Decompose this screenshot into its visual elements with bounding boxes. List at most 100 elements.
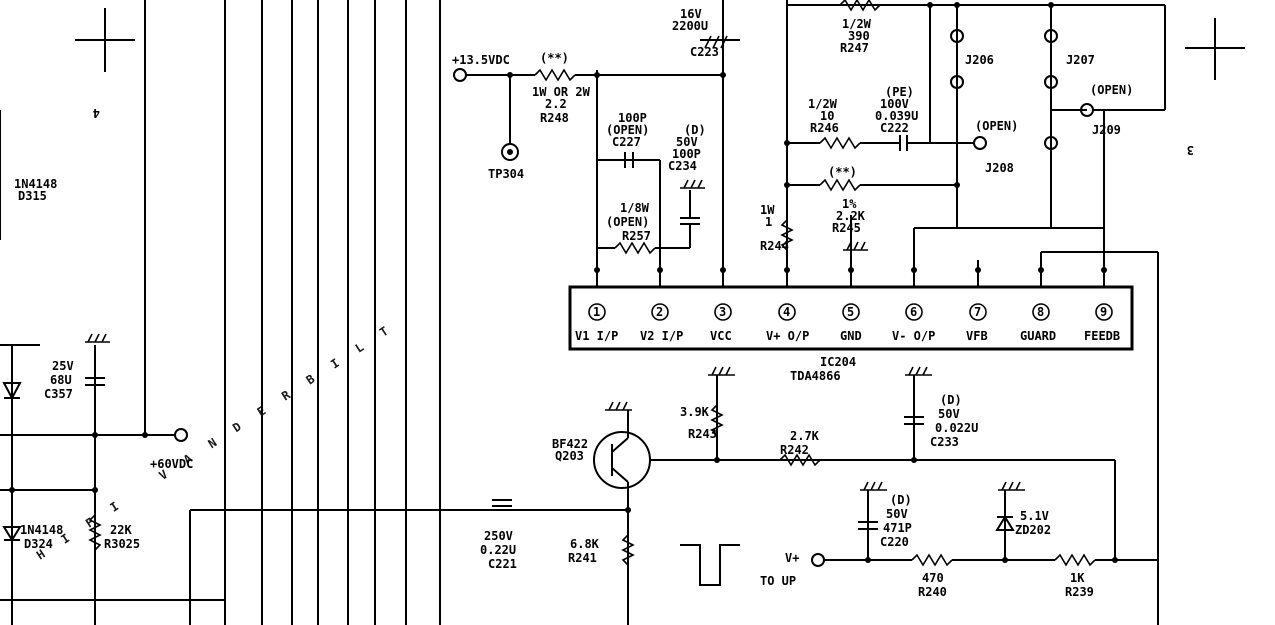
svg-text:R246: R246 xyxy=(810,121,839,135)
svg-text:(**): (**) xyxy=(540,51,569,65)
ic-pin-leads xyxy=(594,0,1159,625)
ic-pin-8-label: GUARD xyxy=(1020,329,1056,343)
ic-pin-4-label: V+ O/P xyxy=(766,329,809,343)
c223-capacitor: C223 2200U 16V xyxy=(672,7,740,59)
svg-text:1W: 1W xyxy=(760,203,775,217)
svg-text:390: 390 xyxy=(848,29,870,43)
svg-text:(OPEN): (OPEN) xyxy=(606,215,649,229)
bus-lines xyxy=(144,0,441,625)
svg-text:0.022U: 0.022U xyxy=(935,421,978,435)
svg-text:J209: J209 xyxy=(1092,123,1121,137)
svg-text:R248: R248 xyxy=(540,111,569,125)
svg-text:1/8W: 1/8W xyxy=(620,201,650,215)
svg-text:Q203: Q203 xyxy=(555,449,584,463)
ic-ref: IC204 xyxy=(820,355,856,369)
ic-pin-8-num: 8 xyxy=(1037,305,1044,319)
svg-text:C233: C233 xyxy=(930,435,959,449)
svg-text:R257: R257 xyxy=(622,229,651,243)
ic-pin-4-num: 4 xyxy=(783,305,790,319)
watermark-text: HIFI VANDERBILT xyxy=(34,312,409,562)
svg-text:2.2: 2.2 xyxy=(545,97,567,111)
output-feedback-network: R244 1 1W R245 2.2K 1% (**) R246 10 1/2W… xyxy=(760,0,1165,253)
svg-text:R239: R239 xyxy=(1065,585,1094,599)
svg-text:C221: C221 xyxy=(488,557,517,571)
svg-text:R243: R243 xyxy=(688,427,717,441)
svg-text:C234: C234 xyxy=(668,159,697,173)
ic-part: TDA4866 xyxy=(790,369,841,383)
crosshair-mark-left xyxy=(75,8,135,72)
svg-text:C227: C227 xyxy=(612,135,641,149)
svg-text:(OPEN): (OPEN) xyxy=(975,119,1018,133)
vplus-input-network: V+ TO UP R240 470 R239 1K C220 471P 50V … xyxy=(760,490,1158,599)
svg-text:1N4148: 1N4148 xyxy=(14,177,57,191)
svg-text:1W OR 2W: 1W OR 2W xyxy=(532,85,591,99)
watermark: HIFI VANDERBILT xyxy=(34,312,409,562)
ic-pin-5-label: GND xyxy=(840,329,862,343)
svg-text:2200U: 2200U xyxy=(672,19,708,33)
svg-text:C222: C222 xyxy=(880,121,909,135)
svg-text:68U: 68U xyxy=(50,373,72,387)
svg-text:R240: R240 xyxy=(918,585,947,599)
svg-text:C220: C220 xyxy=(880,535,909,549)
r248-labels: (**) 1W OR 2W 2.2 R248 xyxy=(532,51,591,125)
c221-r241-branch: C221 0.22U 250V R241 6.8K xyxy=(189,499,635,625)
svg-text:1N4148: 1N4148 xyxy=(20,523,63,537)
ic204-pins: 1 2 3 4 5 6 7 8 9 V1 I/P V2 I/P VCC V+ O… xyxy=(575,303,1120,383)
output-transistor-stage: Q203 BF422 R243 3.9K R242 2.7K C233 0.02… xyxy=(552,375,1116,625)
svg-text:(OPEN): (OPEN) xyxy=(1090,83,1133,97)
svg-text:D315: D315 xyxy=(18,189,47,203)
section-number-3: 3 xyxy=(1187,143,1194,157)
ic-pin-3-label: VCC xyxy=(710,329,732,343)
svg-text:25V: 25V xyxy=(52,359,74,373)
svg-text:2.2K: 2.2K xyxy=(836,209,866,223)
ground-symbols xyxy=(605,241,1025,491)
svg-text:50V: 50V xyxy=(938,407,960,421)
svg-text:50V: 50V xyxy=(676,135,698,149)
ic-pin-9-label: FEEDB xyxy=(1084,329,1120,343)
svg-text:1K: 1K xyxy=(1070,571,1085,585)
supply-13v5-label: +13.5VDC xyxy=(452,53,510,67)
svg-text:6.8K: 6.8K xyxy=(570,537,600,551)
svg-text:+60VDC: +60VDC xyxy=(150,457,193,471)
svg-text:3.9K: 3.9K xyxy=(680,405,710,419)
svg-text:470: 470 xyxy=(922,571,944,585)
ic-pin-3-num: 3 xyxy=(719,305,726,319)
jumpers: J206 J207 J208 (OPEN) J209 (OPEN) xyxy=(950,5,1166,228)
ic-pin-2-num: 2 xyxy=(656,305,663,319)
svg-text:BF422: BF422 xyxy=(552,437,588,451)
svg-text:471P: 471P xyxy=(883,521,912,535)
svg-text:(**): (**) xyxy=(828,165,857,179)
svg-text:V+: V+ xyxy=(785,551,799,565)
svg-text:C357: C357 xyxy=(44,387,73,401)
svg-text:(D): (D) xyxy=(890,493,912,507)
input-filter-network: C227 (OPEN) 100P R257 (OPEN) 1/8W C234 1… xyxy=(597,111,706,255)
section-number-4: 4 xyxy=(93,106,100,120)
svg-text:R245: R245 xyxy=(832,221,861,235)
svg-text:TO UP: TO UP xyxy=(760,574,796,588)
svg-text:5.1V: 5.1V xyxy=(1020,509,1049,523)
tp304-label: TP304 xyxy=(488,167,524,181)
ic-pin-1-num: 1 xyxy=(593,305,600,319)
pulse-waveform-icon xyxy=(680,544,740,586)
svg-text:D324: D324 xyxy=(24,537,53,551)
svg-text:1/2W: 1/2W xyxy=(842,17,872,31)
ic-pin-5-num: 5 xyxy=(847,305,854,319)
svg-text:0.22U: 0.22U xyxy=(480,543,516,557)
svg-text:(OPEN): (OPEN) xyxy=(606,123,649,137)
crosshair-mark-right xyxy=(1185,18,1245,80)
svg-text:2.7K: 2.7K xyxy=(790,429,820,443)
svg-text:R3025: R3025 xyxy=(104,537,140,551)
svg-text:J206: J206 xyxy=(965,53,994,67)
svg-text:22K: 22K xyxy=(110,523,132,537)
svg-text:(D): (D) xyxy=(684,123,706,137)
svg-text:R242: R242 xyxy=(780,443,809,457)
ic-pin-6-num: 6 xyxy=(910,305,917,319)
svg-text:R241: R241 xyxy=(568,551,597,565)
ic-pin-7-num: 7 xyxy=(974,305,981,319)
svg-text:R247: R247 xyxy=(840,41,869,55)
svg-text:250V: 250V xyxy=(484,529,513,543)
svg-text:1/2W: 1/2W xyxy=(808,97,838,111)
svg-text:100P: 100P xyxy=(618,111,647,125)
ic-pin-7-label: VFB xyxy=(966,329,988,343)
